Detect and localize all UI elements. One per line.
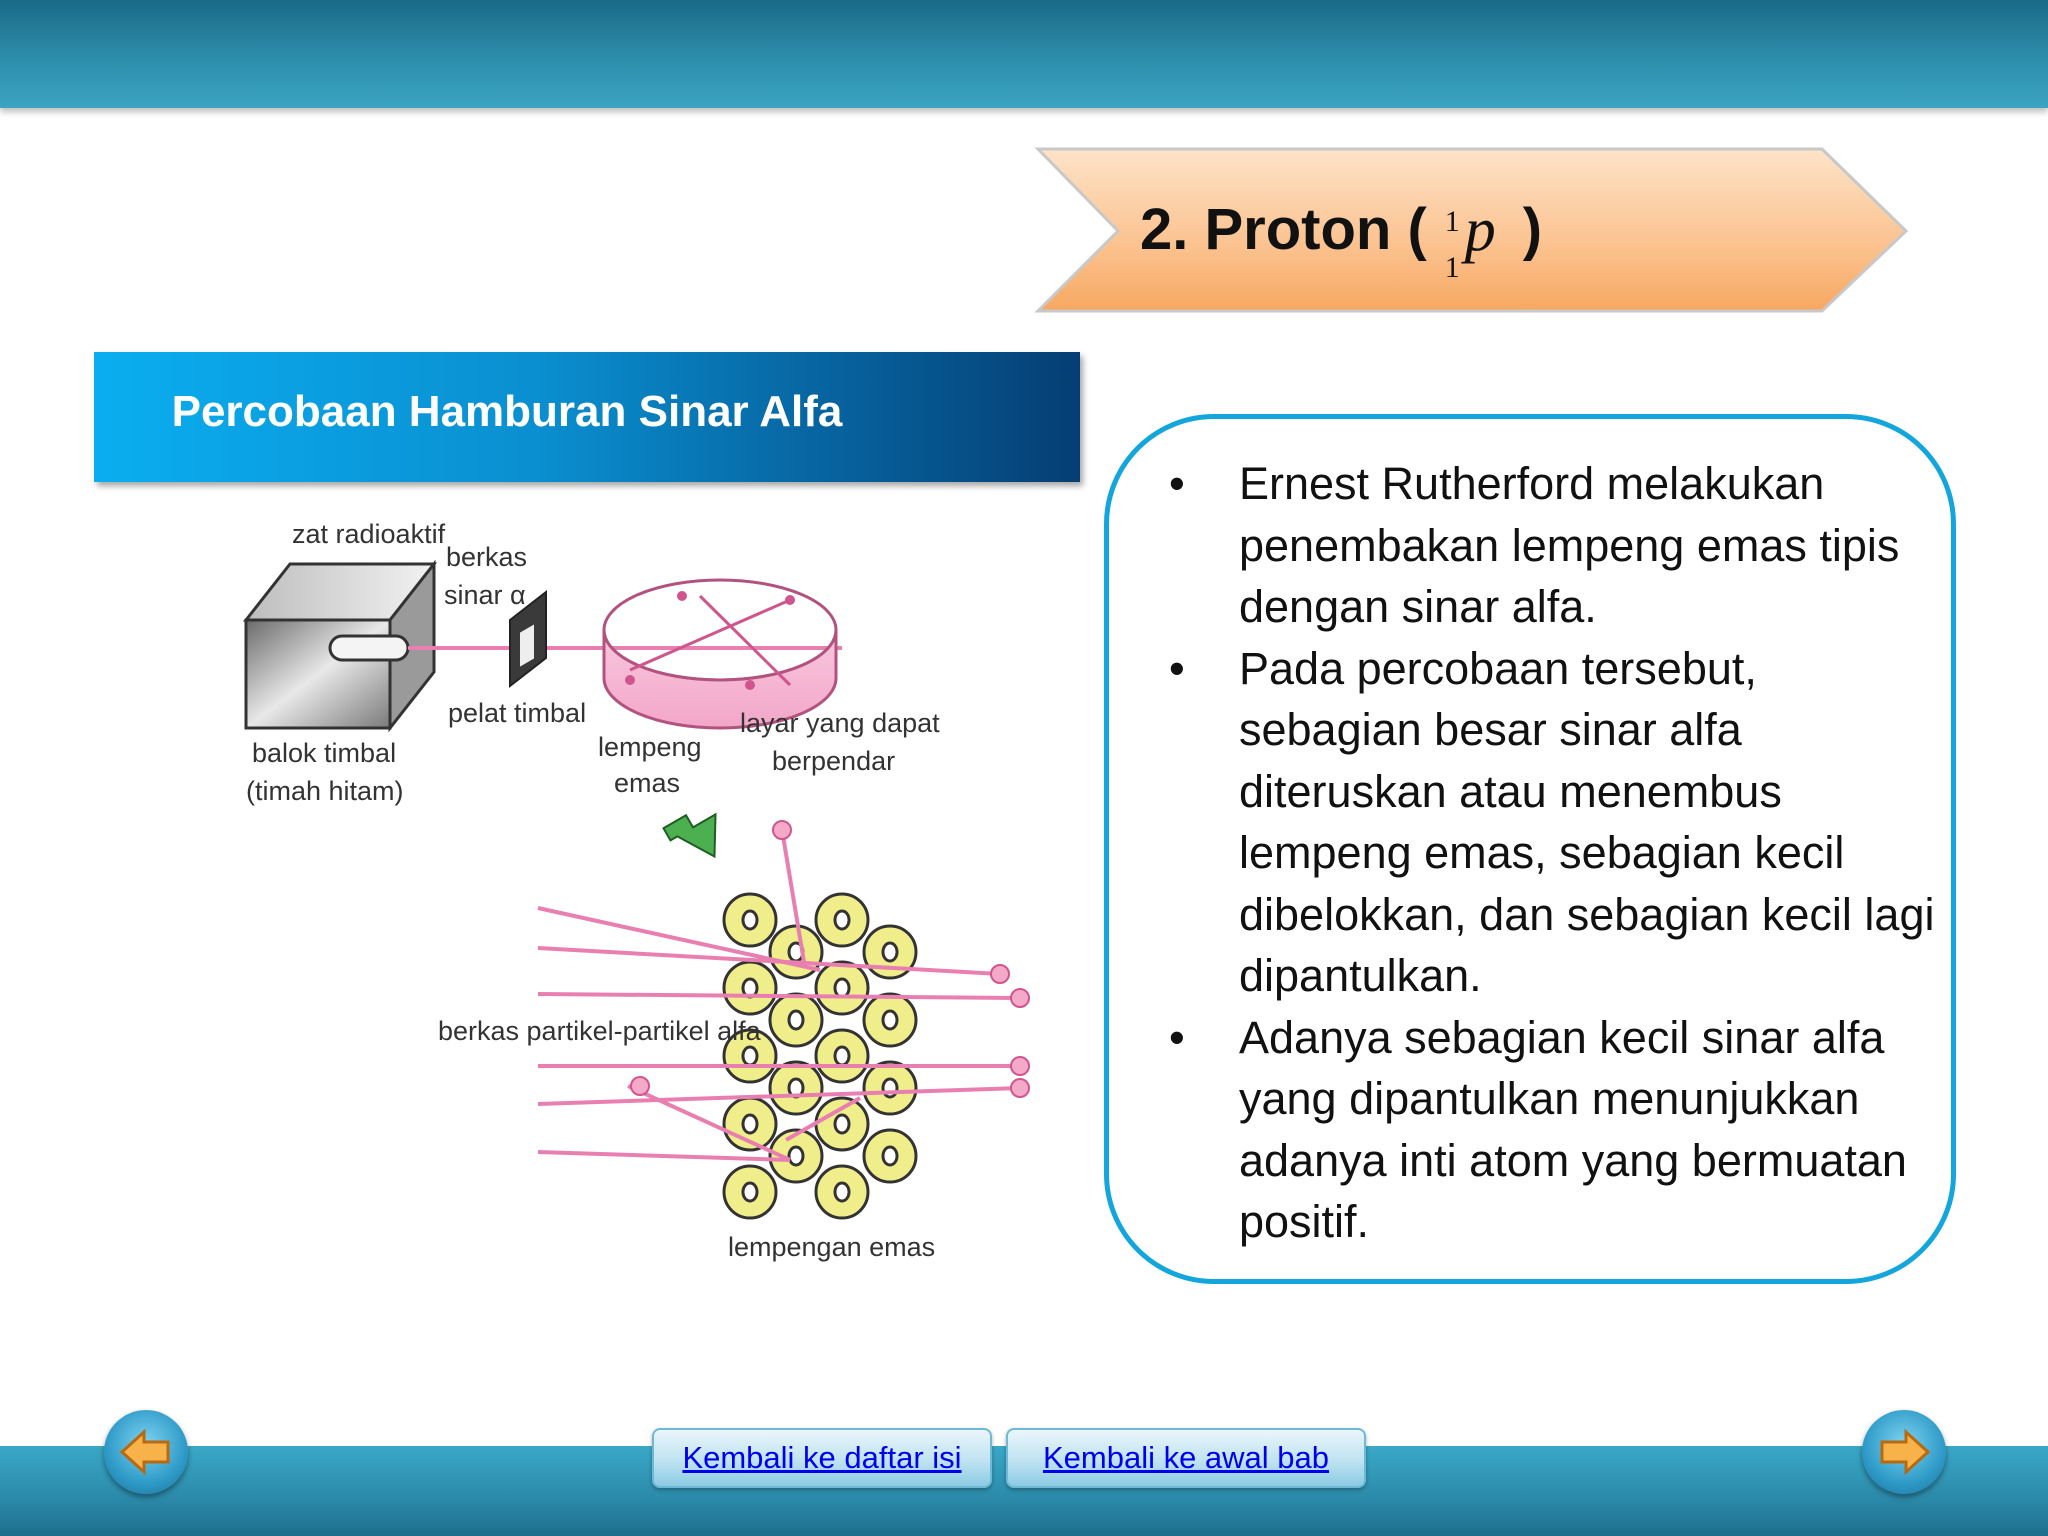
- title-arrow-shape: [1034, 147, 1909, 313]
- title-prefix: 2. Proton (: [1140, 197, 1427, 262]
- nuclide-symbol: p: [1464, 196, 1496, 264]
- label-lempengan-emas: lempengan emas: [728, 1232, 935, 1262]
- gold-atom-nucleus: [833, 1113, 851, 1135]
- label-berpendar: berpendar: [772, 746, 895, 776]
- gold-atom-nucleus: [741, 909, 759, 931]
- gold-atom-nucleus: [787, 1145, 805, 1167]
- explanation-box: • Ernest Rutherford melakukan penembakan …: [1104, 414, 1956, 1284]
- gold-atom-nucleus: [881, 941, 899, 963]
- label-balok-timbal: balok timbal: [252, 738, 396, 768]
- label-berkas: berkas: [446, 542, 527, 572]
- bullet-item: • Pada percobaan tersebut, sebagian besar…: [1169, 638, 1939, 1007]
- label-emas: emas: [614, 768, 680, 798]
- label-layar-yang-dapat: layar yang dapat: [740, 708, 940, 738]
- gold-atom-nucleus: [741, 1113, 759, 1135]
- bullet-text: Pada percobaan tersebut, sebagian besar …: [1239, 642, 1935, 1002]
- gold-atom-nucleus: [833, 909, 851, 931]
- fluorescent-screen: [602, 578, 838, 730]
- section-header-label: Percobaan Hamburan Sinar Alfa: [171, 387, 843, 436]
- bullet-item: • Ernest Rutherford melakukan penembakan …: [1169, 453, 1939, 638]
- gold-atom-nucleus: [741, 1181, 759, 1203]
- bullet-text: Ernest Rutherford melakukan penembakan l…: [1239, 458, 1900, 632]
- label-zat-radioaktif: zat radioaktif: [292, 519, 446, 549]
- right-arrow-icon: [1880, 1428, 1931, 1476]
- alpha-particle-paths: [537, 829, 1021, 1162]
- bullet-dot: •: [1169, 1011, 1185, 1063]
- gold-atom-nucleus: [833, 1181, 851, 1203]
- bullet-dot: •: [1169, 642, 1185, 694]
- nuclide-atomic-number: 1: [1444, 251, 1460, 284]
- bullet-text: Adanya sebagian kecil sinar alfa yang di…: [1239, 1011, 1907, 1248]
- title-suffix: ): [1522, 197, 1543, 262]
- label-sinar-alpha: sinar α: [444, 580, 526, 610]
- back-to-contents-link[interactable]: Kembali ke daftar isi: [652, 1428, 992, 1488]
- bullet-dot: •: [1169, 458, 1185, 509]
- lead-block: [242, 559, 438, 733]
- gold-atom-nucleus: [833, 977, 851, 999]
- rutherford-experiment-diagram: zat radioaktif berkas sinar α pelat timb…: [242, 519, 1030, 1262]
- prev-slide-button[interactable]: [104, 1410, 188, 1494]
- gold-foil-atoms: [722, 892, 918, 1220]
- zoom-arrow-icon: [662, 812, 717, 859]
- label-lempeng: lempeng: [598, 732, 702, 762]
- gold-atom-nucleus: [881, 1009, 899, 1031]
- alpha-particles: [630, 820, 1030, 1098]
- label-timah-hitam: (timah hitam): [246, 776, 404, 806]
- gold-atom-nucleus: [741, 1045, 759, 1067]
- nuclide-mass-number: 1: [1444, 205, 1460, 238]
- section-header: Percobaan Hamburan Sinar Alfa: [94, 352, 1080, 482]
- gold-atom-nucleus: [787, 1009, 805, 1031]
- left-arrow-icon: [119, 1428, 170, 1476]
- gold-atom-nucleus: [833, 1045, 851, 1067]
- gold-atom-nucleus: [881, 1145, 899, 1167]
- back-to-chapter-start-link[interactable]: Kembali ke awal bab: [1006, 1428, 1366, 1488]
- label-pelat-timbal: pelat timbal: [448, 698, 586, 728]
- label-berkas-partikel-alfa: berkas partikel-partikel alfa: [438, 1016, 762, 1046]
- explanation-list: • Ernest Rutherford melakukan penembakan …: [1169, 453, 1939, 1253]
- top-bar: [0, 0, 2048, 108]
- bullet-item: • Adanya sebagian kecil sinar alfa yang d…: [1169, 1007, 1939, 1253]
- next-slide-button[interactable]: [1862, 1410, 1946, 1494]
